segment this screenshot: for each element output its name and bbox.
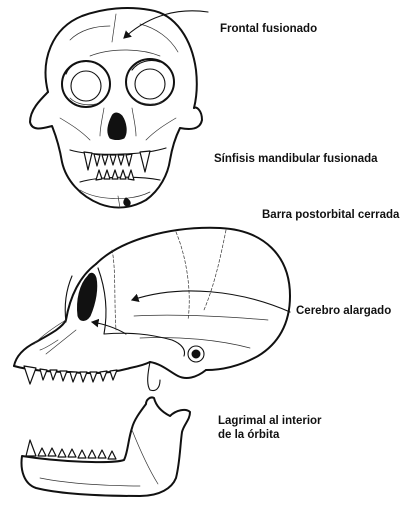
frontal-label: Frontal fusionado xyxy=(220,22,317,36)
barra-label: Barra postorbital cerrada xyxy=(262,208,399,222)
cerebro-arrow xyxy=(132,291,290,312)
front-skull xyxy=(30,8,202,208)
mandible xyxy=(22,397,190,496)
side-skull xyxy=(14,228,290,391)
lagrimal-label-line1: Lagrimal al interior xyxy=(218,414,322,428)
lagrimal-label-line2: de la órbita xyxy=(218,428,279,442)
sinfisis-label: Sínfisis mandibular fusionada xyxy=(214,152,378,166)
postorbital-arrow xyxy=(92,322,126,334)
cerebro-label: Cerebro alargado xyxy=(296,304,391,318)
